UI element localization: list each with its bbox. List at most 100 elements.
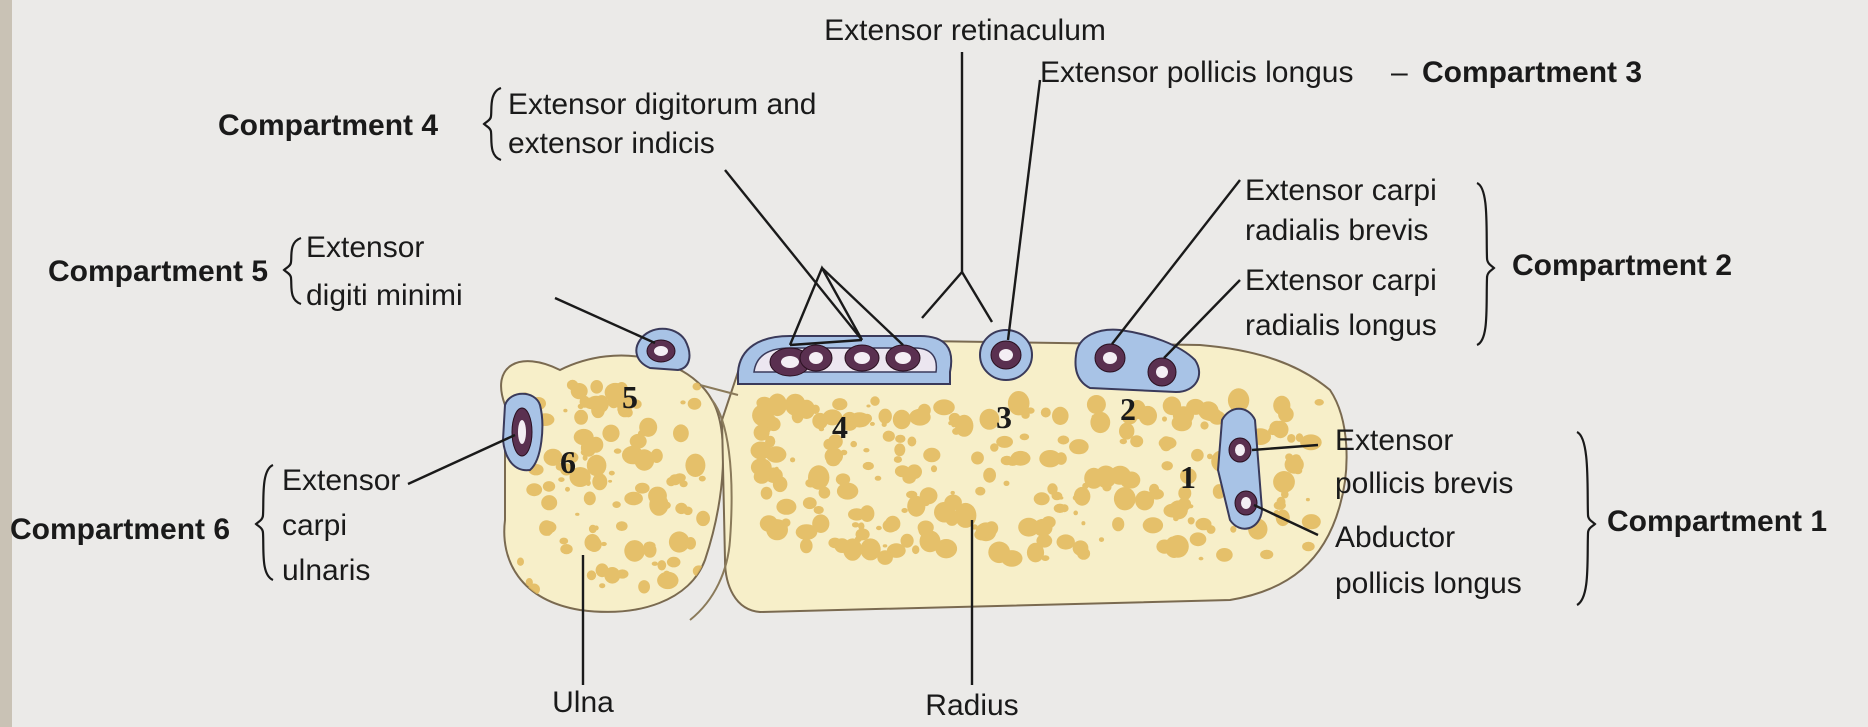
marrow-spot xyxy=(1302,514,1321,529)
label-compartment-2: Compartment 2 xyxy=(1512,249,1732,282)
marrow-spot xyxy=(1162,461,1173,470)
label-c4-muscle-line1: Extensor digitorum and xyxy=(508,88,817,121)
marrow-spot xyxy=(1216,548,1233,562)
marrow-spot xyxy=(586,480,591,486)
marrow-spot xyxy=(1060,504,1068,512)
marrow-spot xyxy=(696,511,710,526)
marrow-spot xyxy=(1069,439,1089,454)
marrow-spot xyxy=(1273,471,1295,493)
marrow-spot xyxy=(751,458,772,476)
marrow-spot xyxy=(996,436,1013,448)
marrow-spot xyxy=(773,476,788,492)
marrow-spot xyxy=(776,499,796,515)
marrow-spot xyxy=(1306,498,1310,501)
marrow-spot xyxy=(882,422,887,427)
marrow-spot xyxy=(585,534,601,551)
label-compartment-6: Compartment 6 xyxy=(10,513,230,546)
marrow-spot xyxy=(766,519,788,540)
marrow-spot xyxy=(1081,521,1085,525)
marrow-spot xyxy=(918,404,931,417)
marrow-spot xyxy=(1057,534,1075,549)
marrow-spot xyxy=(1135,491,1154,511)
marrow-spot xyxy=(644,542,656,551)
marrow-spot xyxy=(581,439,596,457)
marrow-spot xyxy=(539,520,554,536)
marrow-spot xyxy=(1059,496,1064,499)
marrow-spot xyxy=(863,448,869,452)
marrow-spot xyxy=(1120,439,1127,445)
marrow-spot xyxy=(920,487,938,504)
marrow-spot xyxy=(616,569,628,578)
marrow-spot xyxy=(766,446,787,462)
marrow-spot xyxy=(1074,487,1091,506)
marrow-spot xyxy=(812,413,828,429)
marrow-spot xyxy=(664,502,671,509)
marrow-spot xyxy=(1291,454,1301,465)
marrow-spot xyxy=(1230,526,1236,533)
marrow-spot xyxy=(578,404,584,409)
marrow-spot xyxy=(975,487,985,496)
label-c1-muscle-b-line2: pollicis longus xyxy=(1335,567,1522,600)
marrow-spot xyxy=(1207,454,1213,460)
marrow-spot xyxy=(1287,434,1295,443)
marrow-spot xyxy=(602,425,619,442)
marrow-spot xyxy=(1114,487,1136,510)
marrow-spot xyxy=(862,414,872,423)
marrow-spot xyxy=(596,563,609,577)
marrow-spot xyxy=(876,526,882,530)
marrow-spot xyxy=(526,483,542,496)
marrow-spot xyxy=(1052,407,1069,425)
marrow-spot xyxy=(688,398,702,410)
label-c1-muscle-b-line1: Abductor xyxy=(1335,521,1455,554)
marrow-spot xyxy=(765,436,775,448)
marrow-spot xyxy=(1109,466,1131,485)
marrow-spot xyxy=(983,468,996,483)
marrow-spot xyxy=(571,383,588,399)
marrow-spot xyxy=(852,522,859,527)
label-c6-muscle-line1: Extensor xyxy=(282,464,400,497)
marrow-spot xyxy=(1260,550,1273,559)
marrow-spot xyxy=(666,477,676,486)
marrow-spot xyxy=(1173,517,1179,522)
marrow-spot xyxy=(879,409,892,424)
label-c2-muscle-b-line1: Extensor carpi xyxy=(1245,264,1437,297)
marrow-spot xyxy=(866,405,870,408)
marrow-spot xyxy=(1018,518,1039,537)
marrow-spot xyxy=(918,522,932,537)
marrow-spot xyxy=(574,410,588,425)
marrow-spot xyxy=(587,455,607,476)
marrow-spot xyxy=(907,464,922,479)
marrow-spot xyxy=(875,476,882,481)
compartment-number-1: 1 xyxy=(1180,459,1196,495)
compartment-number-2: 2 xyxy=(1120,391,1136,427)
marrow-spot xyxy=(587,570,596,580)
marrow-spot xyxy=(544,414,549,419)
marrow-spot xyxy=(635,483,650,494)
marrow-spot xyxy=(599,583,605,588)
marrow-spot xyxy=(828,538,841,549)
marrow-spot xyxy=(1190,532,1207,546)
marrow-spot xyxy=(1077,547,1090,559)
marrow-spot xyxy=(1092,414,1099,419)
compartment-number-3: 3 xyxy=(996,399,1012,435)
marrow-spot xyxy=(858,522,864,529)
marrow-spot xyxy=(923,448,940,463)
marrow-spot xyxy=(814,506,824,514)
label-c1-muscle-a-line1: Extensor xyxy=(1335,424,1453,457)
marrow-spot xyxy=(1087,395,1106,414)
page-edge xyxy=(0,0,12,727)
compartment-number-6: 6 xyxy=(560,444,576,480)
marrow-spot xyxy=(584,492,596,506)
marrow-spot xyxy=(870,396,879,406)
marrow-spot xyxy=(1167,535,1189,558)
label-c6-muscle-line3: ulnaris xyxy=(282,554,370,587)
marrow-spot xyxy=(563,409,567,413)
marrow-spot xyxy=(883,544,888,547)
marrow-spot xyxy=(811,405,820,414)
marrow-spot xyxy=(1199,557,1204,561)
marrow-spot xyxy=(1186,399,1205,415)
marrow-spot xyxy=(893,410,911,430)
label-radius: Radius xyxy=(925,689,1018,722)
